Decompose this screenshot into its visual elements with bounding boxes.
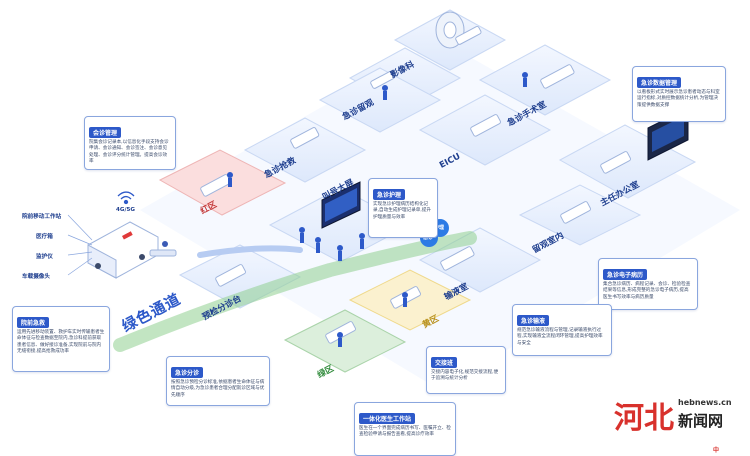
note-nursing: 急诊护理 实现急诊护理病历结构化记录,自动生成护理记录单,提升护理质量与效率 xyxy=(368,178,438,238)
device-connectors xyxy=(67,214,93,276)
note-datamgmt-title: 急诊数据管理 xyxy=(637,77,682,88)
watermark-url: hebnews.cn xyxy=(678,398,732,407)
note-triage-text: 按照急诊预检分诊标准,依据患者生命体征与病情自动分级,为急诊患者合理分配就诊区域… xyxy=(171,380,265,398)
note-consult-title: 会诊管理 xyxy=(89,127,122,138)
tile-rescue xyxy=(243,117,367,183)
device-camera: 车载摄像头 xyxy=(22,274,50,280)
network-label: 4G/5G xyxy=(116,207,136,213)
device-medical-box: 医疗箱 xyxy=(36,234,53,240)
green-channel-path xyxy=(113,231,477,352)
note-consult-text: 院集会诊记录本,以信息化手段支持会诊申请、会诊通知、会诊签注、会诊意见处理、会诊… xyxy=(89,140,169,165)
watermark-badge: 中 xyxy=(713,447,720,454)
note-prehospital-title: 院前急救 xyxy=(17,317,50,328)
note-handover-title: 交接班 xyxy=(431,357,458,368)
device-mobile-workstation: 院前移动工作站 xyxy=(22,214,62,220)
note-handover: 交接班 交接内容电子化,规范交接流程,便于追溯与统计分析 xyxy=(426,346,506,394)
note-triage-title: 急诊分诊 xyxy=(171,367,204,378)
watermark-brand: 河北 xyxy=(614,401,674,436)
note-datamgmt: 急诊数据管理 以看板形式实时展示急诊患者动态与科室运行指标,对质控数据统计分析,… xyxy=(632,66,726,122)
signal-icon xyxy=(117,191,135,205)
watermark-site: 新闻网 xyxy=(678,412,724,430)
tag-label-b: 护理 xyxy=(434,225,445,231)
people xyxy=(227,72,528,347)
note-datamgmt-text: 以看板形式实时展示急诊患者动态与科室运行指标,对质控数据统计分析,为管理决策提供… xyxy=(637,90,720,108)
note-workstation: 一体化医生工作站 医生在一个界面完成病历书写、医嘱开立、检查检验申请与报告查看,… xyxy=(354,402,456,456)
note-nursing-title: 急诊护理 xyxy=(373,189,406,200)
note-triage: 急诊分诊 按照急诊预检分诊标准,依据患者生命体征与病情自动分级,为急诊患者合理分… xyxy=(166,356,270,406)
tile-observation xyxy=(318,67,442,133)
note-infusion-text: 规范急诊输液流程与管理,记录输液执行过程,实现输液全流程闭环管理,提高护理效率与… xyxy=(517,328,603,346)
note-infusion: 急诊输液 规范急诊输液流程与管理,记录输液执行过程,实现输液全流程闭环管理,提高… xyxy=(512,304,612,356)
note-emr: 急诊电子病历 集合急诊病历、病程记录、会诊、检验检查结果等信息,形成完整的急诊电… xyxy=(598,258,698,310)
note-handover-text: 交接内容电子化,规范交接流程,便于追溯与统计分析 xyxy=(431,370,499,382)
note-emr-text: 集合急诊病历、病程记录、会诊、检验检查结果等信息,形成完整的急诊电子病历,提高医… xyxy=(603,282,691,300)
note-infusion-title: 急诊输液 xyxy=(517,315,550,326)
walkway-path xyxy=(197,245,303,258)
tile-green-zone xyxy=(283,309,407,373)
stretcher xyxy=(149,241,177,257)
note-prehospital: 院前急救 运用先进移动装置、救护车实时传输患者生命体征与检查数据至院内,急诊科提… xyxy=(12,306,110,372)
ambulance xyxy=(87,221,159,279)
tag-label-a: 急诊 xyxy=(423,235,434,241)
note-prehospital-text: 运用先进移动装置、救护车实时传输患者生命体征与检查数据至院内,急诊科提前获取患者… xyxy=(17,330,105,355)
note-workstation-title: 一体化医生工作站 xyxy=(359,413,416,424)
note-emr-title: 急诊电子病历 xyxy=(603,269,648,280)
note-consult: 会诊管理 院集会诊记录本,以信息化手段支持会诊申请、会诊通知、会诊签注、会诊意见… xyxy=(84,116,176,170)
call-screen xyxy=(321,181,361,229)
note-nursing-text: 实现急诊护理病历结构化记录,自动生成护理记录单,提升护理质量与效率 xyxy=(373,202,432,220)
note-workstation-text: 医生在一个界面完成病历书写、医嘱开立、检查检验申请与报告查看,提高诊疗效率 xyxy=(359,426,451,438)
device-monitor: 监护仪 xyxy=(36,254,53,260)
